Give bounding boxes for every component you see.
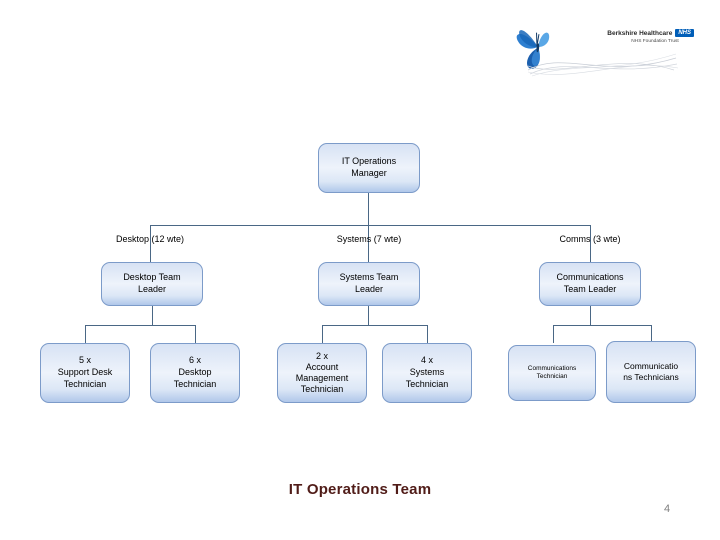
connector-line bbox=[553, 325, 651, 326]
nhs-logo: NHS bbox=[675, 29, 694, 37]
node-support-desk-technicians: 5 x Support Desk Technician bbox=[40, 343, 130, 403]
logo-text: Berkshire Healthcare NHS NHS Foundation … bbox=[598, 29, 694, 44]
logo: Berkshire Healthcare NHS NHS Foundation … bbox=[510, 18, 695, 78]
connector-line bbox=[651, 325, 652, 343]
node-desktop-team-leader: Desktop Team Leader bbox=[101, 262, 203, 306]
page-number: 4 bbox=[664, 503, 671, 515]
connector-line bbox=[368, 225, 369, 262]
node-communications-technicians: Communicatio ns Technicians bbox=[606, 341, 696, 403]
node-systems-technicians: 4 x Systems Technician bbox=[382, 343, 472, 403]
connector-line bbox=[322, 325, 427, 326]
node-communications-technician: Communications Technician bbox=[508, 345, 596, 401]
connector-line bbox=[590, 306, 591, 325]
connector-line bbox=[590, 225, 591, 262]
node-account-management-technicians: 2 x Account Management Technician bbox=[277, 343, 367, 403]
connector-line bbox=[195, 325, 196, 343]
butterfly-icon bbox=[516, 30, 550, 69]
branch-label-desktop: Desktop (12 wte) bbox=[115, 234, 185, 244]
connector-line bbox=[150, 225, 590, 226]
node-it-operations-manager: IT Operations Manager bbox=[318, 143, 420, 193]
connector-line bbox=[150, 225, 151, 262]
connector-line bbox=[152, 306, 153, 325]
swirl-lines bbox=[528, 53, 678, 77]
node-communications-team-leader: Communications Team Leader bbox=[539, 262, 641, 306]
branch-label-comms: Comms (3 wte) bbox=[559, 234, 621, 244]
connector-line bbox=[368, 306, 369, 325]
connector-line bbox=[322, 325, 323, 343]
org-name: Berkshire Healthcare bbox=[607, 29, 673, 37]
connector-line bbox=[85, 325, 86, 343]
slide-title: IT Operations Team bbox=[288, 481, 432, 498]
connector-line bbox=[85, 325, 195, 326]
node-systems-team-leader: Systems Team Leader bbox=[318, 262, 420, 306]
org-tagline: NHS Foundation Trust bbox=[631, 39, 679, 44]
connector-line bbox=[427, 325, 428, 343]
connector-line bbox=[553, 325, 554, 343]
connector-line bbox=[368, 193, 369, 225]
node-desktop-technicians: 6 x Desktop Technician bbox=[150, 343, 240, 403]
branch-label-systems: Systems (7 wte) bbox=[336, 234, 402, 244]
